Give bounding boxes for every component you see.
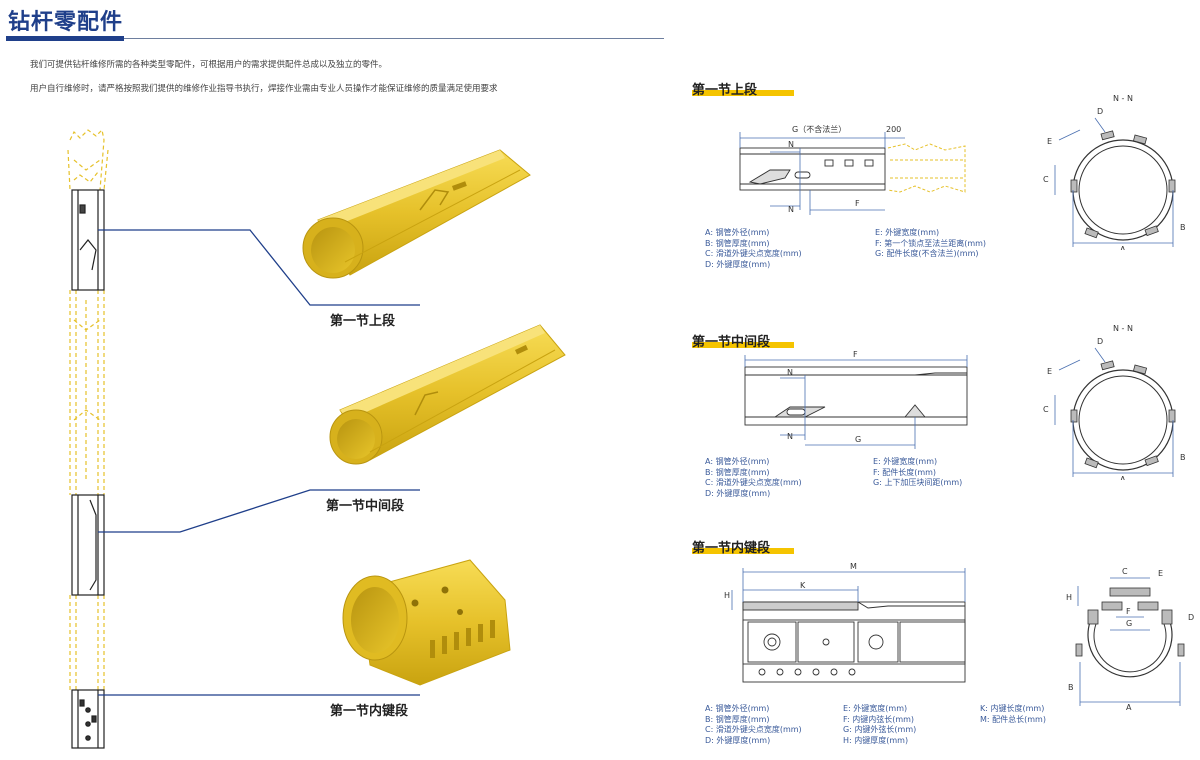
- title-underline: [6, 36, 124, 41]
- dim-a-label: A: [1126, 703, 1132, 712]
- legend-item: A: 钢管外径(mm): [705, 457, 770, 466]
- legend-item: B: 钢管厚度(mm): [705, 467, 770, 477]
- page-title: 钻杆零配件: [8, 10, 124, 35]
- intro-line-2: 用户自行维修时，请严格按照我们提供的维修作业指导书执行，焊接作业需由专业人员操作…: [30, 84, 498, 94]
- legend-item: E: 外键宽度(mm): [875, 228, 940, 237]
- part-middle-render: [329, 324, 566, 465]
- section-2-legend-right: E: 外键宽度(mm) F: 配件长度(mm) G: 上下加压块间距(mm): [873, 457, 962, 489]
- section-2-nn-label: N - N: [1113, 324, 1133, 333]
- legend-item: F: 配件长度(mm): [873, 467, 937, 477]
- dim-e-label: E: [1158, 569, 1163, 578]
- legend-item: C: 滑道外键尖点宽度(mm): [705, 478, 802, 487]
- section-2-title: 第一节中间段: [692, 335, 771, 350]
- legend-item: B: 钢管厚度(mm): [705, 714, 770, 724]
- section-3-legend-col2: E: 外键宽度(mm) F: 内键内弦长(mm) G: 内键外弦长(mm) H:…: [843, 704, 916, 746]
- dim-h-label: H: [724, 591, 730, 600]
- title-divider: [124, 38, 664, 39]
- dim-e-label: E: [1047, 367, 1052, 376]
- drill-rod-illustration: [67, 128, 566, 749]
- legend-item: H: 内键厚度(mm): [843, 735, 909, 745]
- part-upper-render: [302, 149, 531, 279]
- part-inner-key-render: [342, 559, 511, 686]
- part-label-middle: 第一节中间段: [326, 499, 405, 514]
- section-1-side-drawing: G（不含法兰） 200 N N F: [739, 124, 966, 215]
- section-3-legend-col3: K: 内键长度(mm) M: 配件总长(mm): [980, 704, 1046, 725]
- dim-c-label: C: [1043, 405, 1049, 414]
- dim-h-label: H: [1066, 593, 1072, 602]
- leader-line-middle: [98, 489, 420, 533]
- drill-rod-segment-middle: [71, 494, 105, 596]
- dim-n-label-bottom: N: [787, 432, 793, 441]
- legend-item: D: 外键厚度(mm): [705, 259, 771, 269]
- section-3-title: 第一节内键段: [692, 541, 771, 556]
- section-2-cross-section: N - N A B C D E: [1043, 324, 1186, 480]
- dim-n-label-top: N: [788, 140, 794, 149]
- section-1-title-bar: [692, 90, 794, 96]
- legend-item: G: 配件长度(不含法兰)(mm): [875, 249, 979, 258]
- dim-d-label: D: [1188, 613, 1194, 622]
- section-1-legend-right: E: 外键宽度(mm) F: 第一个锁点至法兰距离(mm) G: 配件长度(不含…: [875, 228, 986, 260]
- dim-c-label: C: [1122, 567, 1128, 576]
- section-2-side-drawing: F N N G: [744, 350, 968, 449]
- section-3-side-drawing: M K H: [724, 562, 966, 683]
- section-3-title-bar: [692, 548, 794, 554]
- legend-item: E: 外键宽度(mm): [873, 457, 938, 466]
- legend-item: D: 外键厚度(mm): [705, 735, 771, 745]
- section-1-cross-section: N - N A B C D E: [1043, 94, 1186, 250]
- dim-g-label: G（不含法兰）: [792, 124, 846, 134]
- legend-item: M: 配件总长(mm): [980, 714, 1046, 724]
- dim-m-label: M: [850, 562, 857, 571]
- legend-item: G: 内键外弦长(mm): [843, 725, 917, 734]
- drill-rod-segment-lower: [71, 689, 105, 749]
- leader-line-upper: [98, 229, 420, 306]
- dim-b-label: B: [1068, 683, 1074, 692]
- dim-a-label: A: [1120, 475, 1126, 480]
- legend-item: K: 内键长度(mm): [980, 704, 1045, 713]
- dim-a-label: A: [1120, 245, 1126, 250]
- drill-rod-segment-upper: [71, 189, 105, 291]
- dim-d-label: D: [1097, 107, 1103, 116]
- section-2-title-bar: [692, 342, 794, 348]
- section-3-legend-col1: A: 钢管外径(mm) B: 钢管厚度(mm) C: 滑道外键尖点宽度(mm) …: [705, 704, 802, 746]
- dim-n-label-top: N: [787, 368, 793, 377]
- dim-n-label-bottom: N: [788, 205, 794, 214]
- dim-f-label: F: [855, 199, 860, 208]
- dim-d-label: D: [1097, 337, 1103, 346]
- dim-b-label: B: [1180, 453, 1186, 462]
- dim-f-label: F: [1126, 607, 1131, 616]
- section-2-legend-left: A: 钢管外径(mm) B: 钢管厚度(mm) C: 滑道外键尖点宽度(mm) …: [705, 457, 802, 499]
- dim-e-label: E: [1047, 137, 1052, 146]
- dim-c-label: C: [1043, 175, 1049, 184]
- section-1-title: 第一节上段: [692, 83, 758, 98]
- section-3-cross-section: C E F G H D B A: [1066, 567, 1194, 712]
- dim-k-label: K: [800, 581, 806, 590]
- section-1-legend-left: A: 钢管外径(mm) B: 钢管厚度(mm) C: 滑道外键尖点宽度(mm) …: [705, 228, 802, 270]
- dim-g-label: G: [855, 435, 861, 444]
- part-label-inner-key: 第一节内键段: [330, 704, 409, 719]
- dim-f-label: F: [853, 350, 858, 359]
- legend-item: F: 第一个锁点至法兰距离(mm): [875, 238, 987, 248]
- legend-item: F: 内键内弦长(mm): [843, 714, 915, 724]
- part-label-upper: 第一节上段: [330, 314, 396, 329]
- intro-line-1: 我们可提供钻杆维修所需的各种类型零配件，可根据用户的需求提供配件总成以及独立的零…: [30, 60, 388, 70]
- legend-item: C: 滑道外键尖点宽度(mm): [705, 725, 802, 734]
- legend-item: G: 上下加压块间距(mm): [873, 478, 963, 487]
- legend-item: C: 滑道外键尖点宽度(mm): [705, 249, 802, 258]
- dim-b-label: B: [1180, 223, 1186, 232]
- dim-flange-label: 200: [886, 125, 901, 134]
- drill-rod-outline: [67, 128, 109, 690]
- legend-item: A: 钢管外径(mm): [705, 704, 770, 713]
- legend-item: D: 外键厚度(mm): [705, 488, 771, 498]
- dim-g-label: G: [1126, 619, 1132, 628]
- legend-item: E: 外键宽度(mm): [843, 704, 908, 713]
- section-1-nn-label: N - N: [1113, 94, 1133, 103]
- legend-item: B: 钢管厚度(mm): [705, 238, 770, 248]
- legend-item: A: 钢管外径(mm): [705, 228, 770, 237]
